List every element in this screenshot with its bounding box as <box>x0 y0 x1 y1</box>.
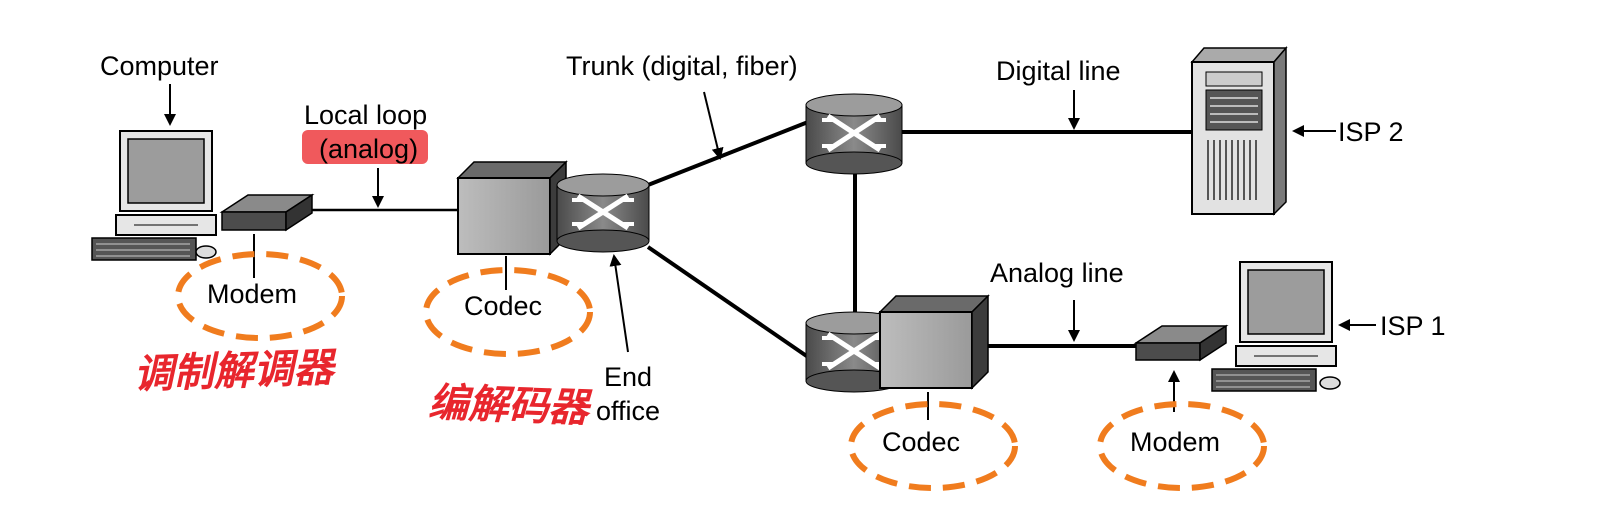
modem-left-circle <box>175 251 345 341</box>
label-end-office-1: End <box>604 362 652 392</box>
dashed-ellipses <box>175 251 1267 491</box>
label-end-office-2: office <box>596 396 660 426</box>
codec-box-left <box>456 160 568 256</box>
label-analog-line: Analog line <box>990 258 1124 288</box>
label-isp2: ISP 2 <box>1338 117 1404 147</box>
server-isp2 <box>1190 45 1288 216</box>
handwritten-modem-note: 调制解调器 <box>133 345 338 398</box>
trunk-line-upper <box>647 120 809 187</box>
end-office-switch <box>556 173 650 253</box>
codec-left-circle <box>423 267 593 357</box>
modem-device-left <box>219 193 315 232</box>
computer-left <box>91 130 217 261</box>
analog-highlight <box>302 130 428 164</box>
label-trunk: Trunk (digital, fiber) <box>566 51 798 81</box>
codec-box-right <box>878 294 990 390</box>
label-digital-line: Digital line <box>996 56 1121 86</box>
label-modem-left: Modem <box>207 279 297 309</box>
label-codec-right: Codec <box>882 427 960 457</box>
handwritten-codec-note: 编解码器 <box>428 380 594 432</box>
label-codec-left: Codec <box>464 291 542 321</box>
label-local-loop: Local loop <box>304 100 427 130</box>
connections <box>312 120 1192 359</box>
arrows <box>164 84 1376 420</box>
trunk-line-lower <box>646 245 810 359</box>
label-modem-right: Modem <box>1130 427 1220 457</box>
label-computer: Computer <box>100 51 219 81</box>
computer-isp1 <box>1211 261 1341 392</box>
label-isp1: ISP 1 <box>1380 311 1446 341</box>
modem-right-circle <box>1097 401 1267 491</box>
toll-switch-top <box>805 93 903 175</box>
label-analog: (analog) <box>319 134 418 164</box>
codec-right-circle <box>848 401 1018 491</box>
modem-device-right <box>1133 324 1229 362</box>
